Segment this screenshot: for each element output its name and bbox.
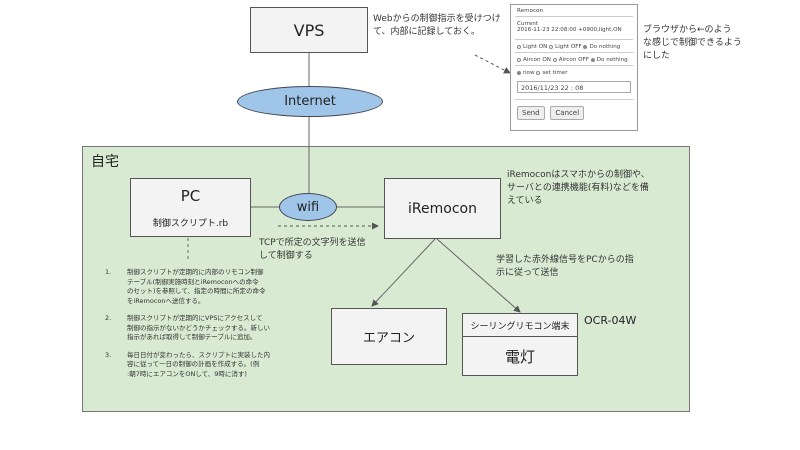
iremocon-box: iRemocon bbox=[384, 178, 501, 239]
ceiling-remote-box: シーリングリモコン端末 bbox=[462, 313, 578, 337]
internet-ellipse: Internet bbox=[237, 86, 383, 117]
ui-aircon-options: Aircon ON Aircon OFF Do nothing bbox=[511, 53, 637, 65]
pc-script-label: 制御スクリプト.rb bbox=[152, 219, 229, 229]
radio-light-off[interactable]: Light OFF bbox=[549, 44, 582, 50]
radio-aircon-off[interactable]: Aircon OFF bbox=[552, 57, 589, 63]
radio-light-nothing[interactable]: Do nothing bbox=[583, 44, 620, 50]
vps-note: Webからの制御指示を受けつけ て、内部に記録しておく。 bbox=[373, 14, 501, 37]
send-button[interactable]: Send bbox=[517, 106, 545, 120]
browser-note: ブラウザから←のよう な感じで制御できるよう にした bbox=[643, 25, 742, 61]
ui-timing-options: now set timer bbox=[511, 66, 637, 78]
wifi-label: wifi bbox=[296, 199, 320, 215]
ui-buttons: Send Cancel bbox=[511, 100, 637, 122]
vps-box: VPS bbox=[250, 7, 368, 53]
radio-icon bbox=[590, 57, 595, 62]
light-label: 電灯 bbox=[504, 347, 535, 366]
pc-box: PC 制御スクリプト.rb bbox=[130, 178, 251, 237]
step-item: 1. 制御スクリプトが定期的に内部のリモコン制御 テーブル(制御実施時刻とiRe… bbox=[105, 268, 266, 305]
remocon-web-ui: Remocon Current 2016-11-23 22:08:00 +090… bbox=[510, 4, 638, 131]
radio-icon bbox=[517, 44, 521, 49]
radio-set-timer[interactable]: set timer bbox=[536, 70, 568, 76]
radio-icon bbox=[549, 44, 554, 49]
vps-label: VPS bbox=[293, 20, 325, 40]
ceiling-remote-label: シーリングリモコン端末 bbox=[470, 321, 570, 332]
radio-now[interactable]: now bbox=[517, 70, 535, 76]
aircon-box: エアコン bbox=[331, 308, 447, 365]
radio-aircon-nothing[interactable]: Do nothing bbox=[590, 57, 628, 63]
ui-title: Remocon bbox=[517, 8, 543, 14]
ir-note: 学習した赤外線信号をPCからの指 示に従って送信 bbox=[496, 255, 634, 278]
aircon-label: エアコン bbox=[362, 331, 415, 346]
internet-label: Internet bbox=[284, 94, 336, 109]
iremocon-label: iRemocon bbox=[408, 200, 477, 217]
radio-icon bbox=[517, 70, 521, 75]
ui-current-value: 2016-11-23 22:08:00 +0900,light,ON bbox=[517, 27, 622, 33]
tcp-note: TCPで所定の文字列を送信 して制御する bbox=[259, 238, 366, 261]
radio-aircon-on[interactable]: Aircon ON bbox=[517, 57, 551, 63]
browser-dashed-arrow bbox=[474, 54, 511, 74]
iremocon-note: iRemoconはスマホからの制御や、 サーバとの連携機能(有料)などを備 えて… bbox=[507, 170, 650, 206]
pc-label: PC bbox=[180, 187, 201, 205]
wifi-ellipse: wifi bbox=[279, 193, 337, 221]
model-label: OCR-04W bbox=[584, 314, 637, 327]
steps-list: 1. 制御スクリプトが定期的に内部のリモコン制御 テーブル(制御実施時刻とiRe… bbox=[105, 268, 305, 387]
step-item: 2. 制御スクリプトが定期的にVPSにアクセスして 制御の指示がないかどうかチェ… bbox=[105, 314, 270, 341]
cancel-button[interactable]: Cancel bbox=[550, 106, 585, 120]
datetime-input[interactable]: 2016/11/23 22 : 08 bbox=[517, 81, 631, 93]
ui-light-options: Light ON Light OFF Do nothing bbox=[511, 40, 637, 52]
light-box: 電灯 bbox=[462, 336, 578, 376]
radio-icon bbox=[517, 57, 521, 62]
radio-icon bbox=[583, 44, 588, 49]
radio-icon bbox=[536, 70, 541, 75]
ui-current-label: Current bbox=[517, 21, 539, 27]
step-item: 3. 毎日日付が変わったら、スクリプトに実装した内 容に従って一日の制御の計画を… bbox=[105, 350, 270, 378]
radio-icon bbox=[552, 57, 557, 62]
home-label: 自宅 bbox=[91, 154, 119, 170]
radio-light-on[interactable]: Light ON bbox=[517, 44, 547, 50]
